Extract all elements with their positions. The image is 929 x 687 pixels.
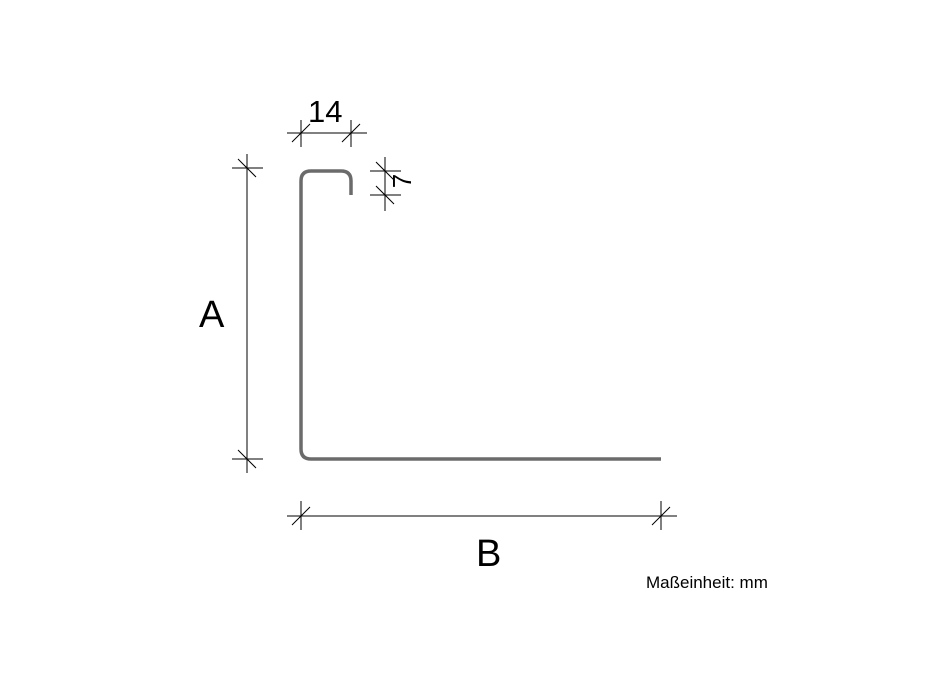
profile-outline [299, 169, 661, 461]
dimension-label-A: A [199, 294, 225, 336]
unit-note: Maßeinheit: mm [646, 573, 768, 592]
dimension-height-A [232, 154, 263, 473]
dimension-width-B [287, 501, 677, 530]
dimension-label-B: B [476, 533, 502, 575]
dimension-lip-7 [370, 157, 401, 211]
dimension-top-14 [287, 120, 367, 147]
dimension-label-14: 14 [308, 94, 343, 129]
dimension-label-7: 7 [387, 173, 418, 189]
